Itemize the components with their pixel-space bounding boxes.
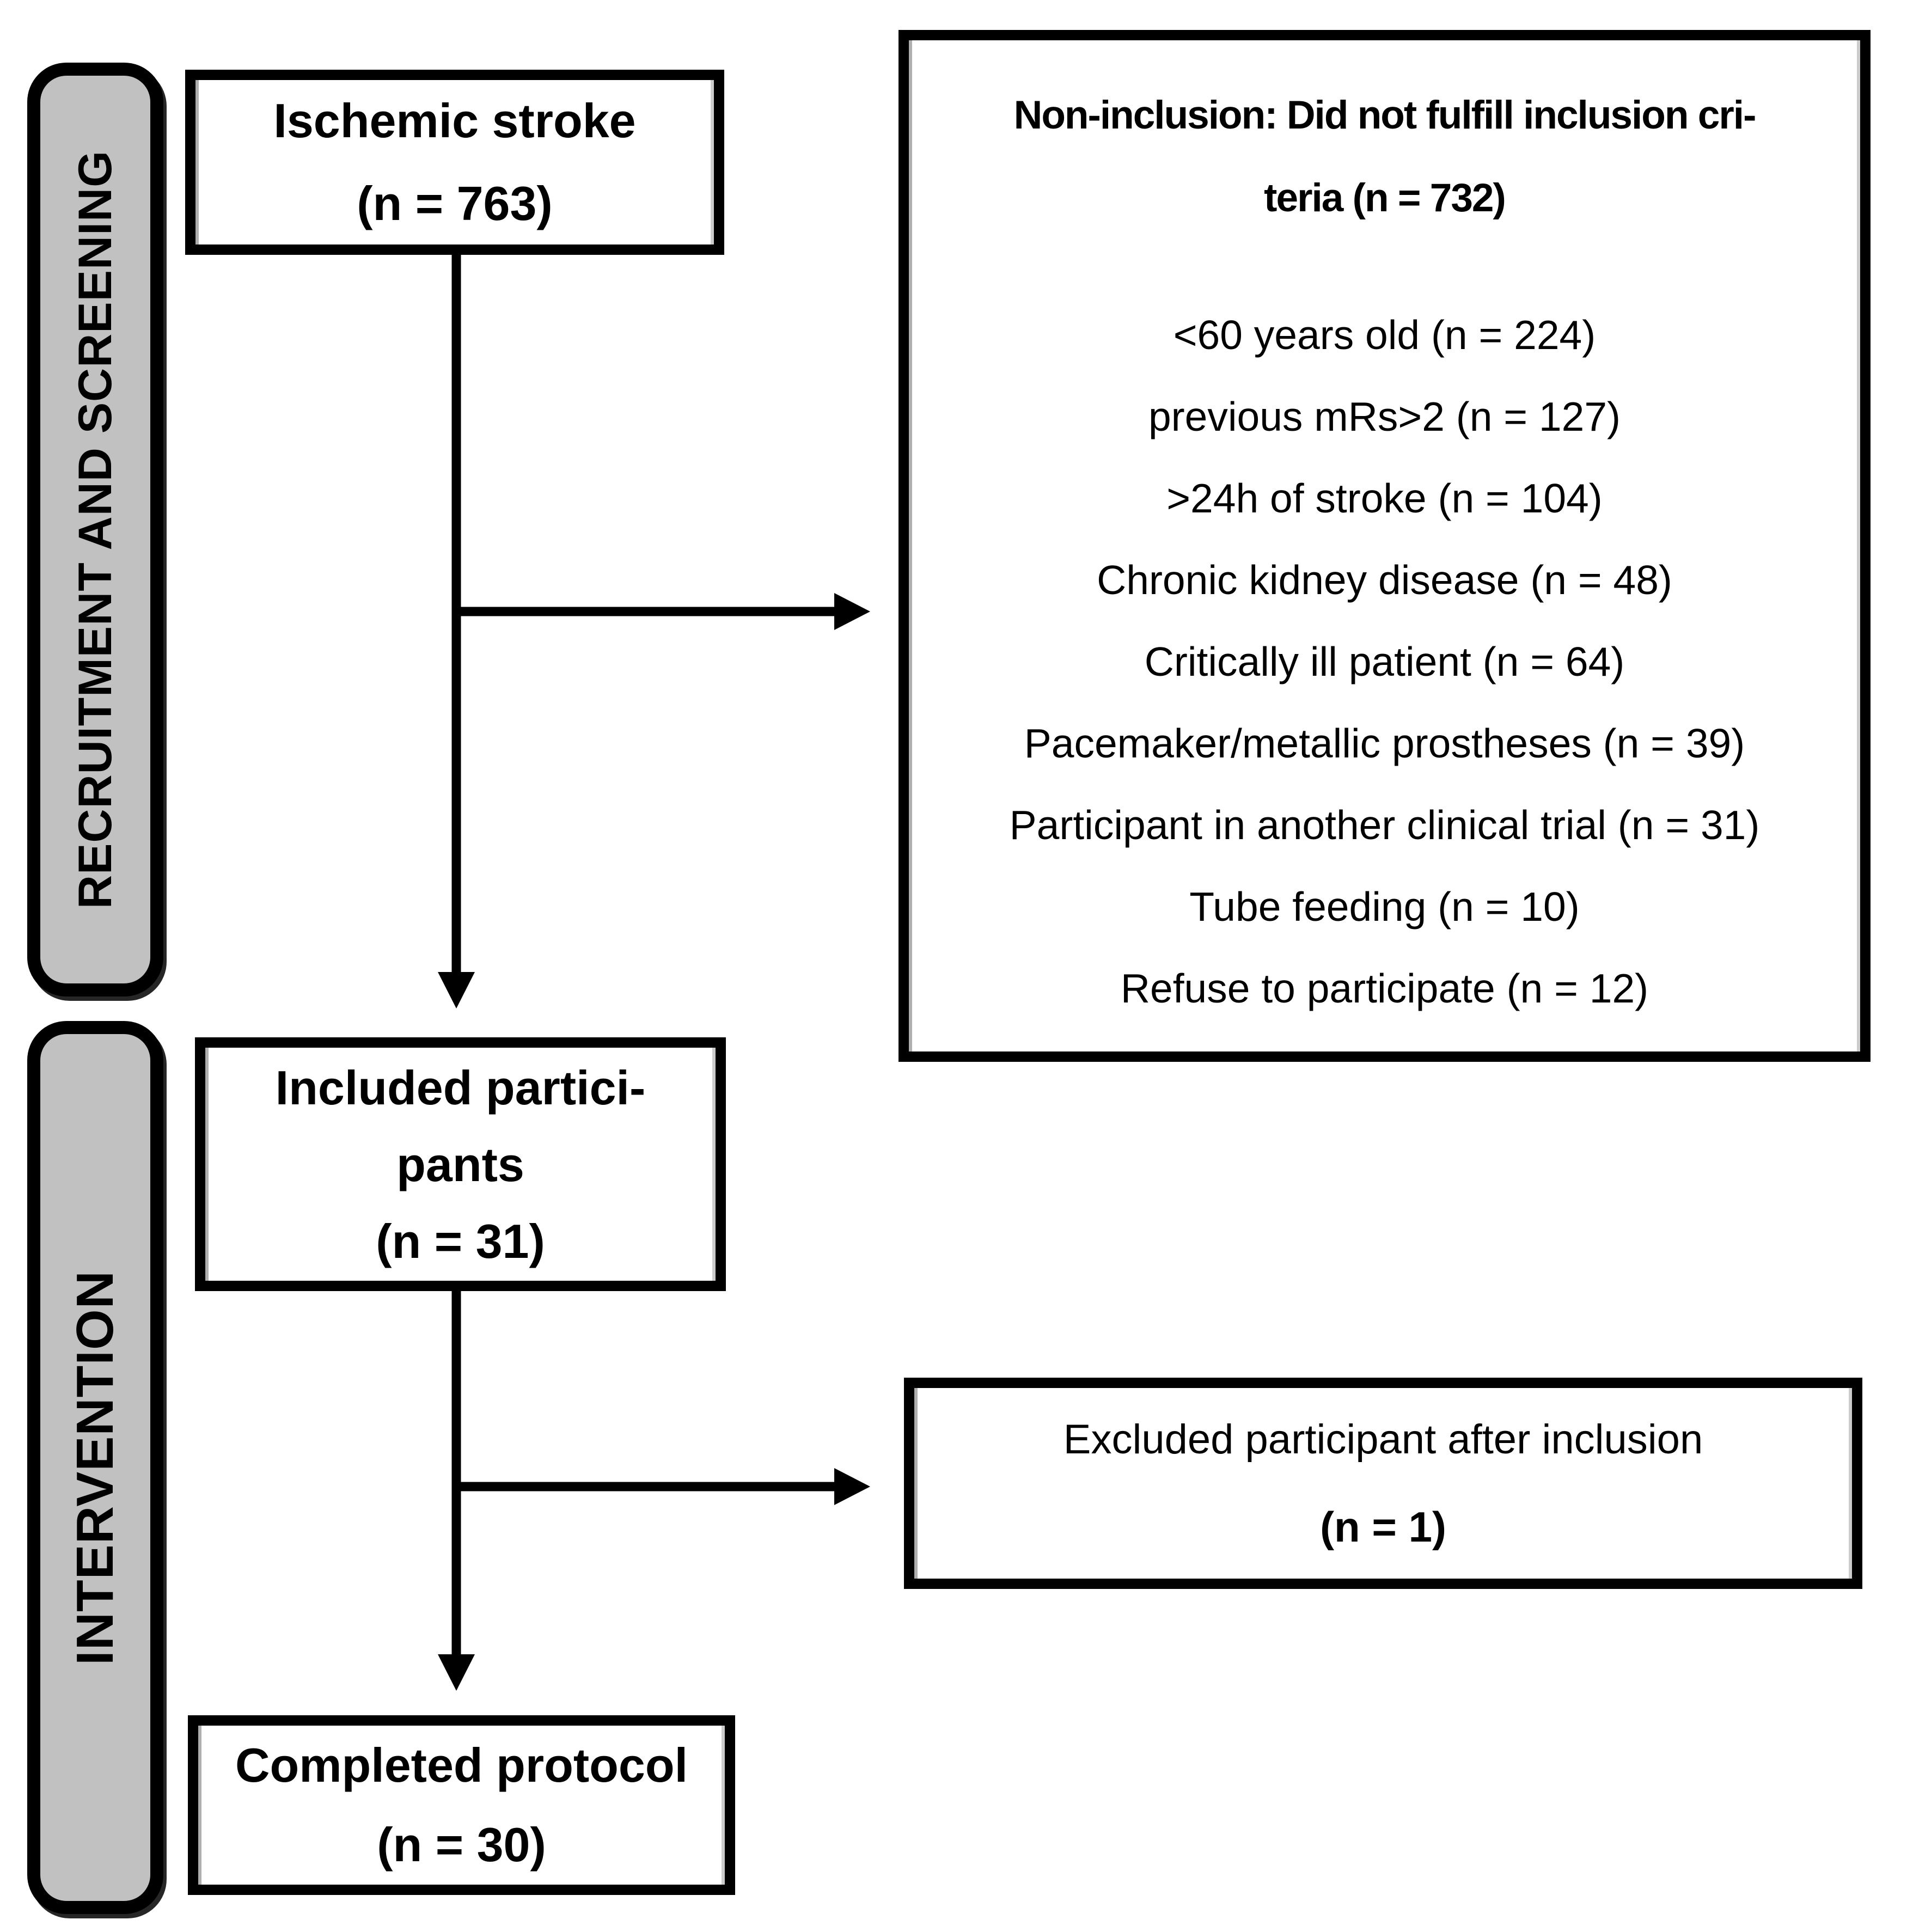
included-participants-count: (n = 31) — [376, 1214, 545, 1268]
arrow-included-to-completed-head — [438, 1654, 475, 1691]
box-non-inclusion: Non-inclusion: Did not fulfill inclusion… — [899, 30, 1871, 1062]
box-ischemic-stroke: Ischemic stroke (n = 763) — [185, 70, 724, 255]
phase-bar-recruitment-and-screening: RECRUITMENT AND SCREENING — [27, 63, 163, 996]
phase-bar-intervention: INTERVENTION — [27, 1021, 163, 1914]
arrow-ischemic-to-included-head — [438, 972, 475, 1008]
ischemic-stroke-title: Ischemic stroke — [273, 94, 636, 148]
arrow-to-non-inclusion-head — [834, 593, 870, 630]
box-included-participants: Included partici- pants (n = 31) — [195, 1037, 726, 1291]
non-inclusion-reason: >24h of stroke (n = 104) — [1166, 475, 1603, 521]
phase-label-recruitment-and-screening: RECRUITMENT AND SCREENING — [69, 150, 121, 909]
box-excluded-after-inclusion: Excluded participant after inclusion (n … — [904, 1378, 1862, 1589]
non-inclusion-reason: Refuse to participate (n = 12) — [1120, 965, 1649, 1011]
included-participants-title-line1: Included partici- — [275, 1060, 646, 1115]
non-inclusion-header-line2: teria (n = 732) — [1264, 176, 1506, 220]
non-inclusion-reason-list: <60 years old (n = 224) previous mRs>2 (… — [1010, 294, 1760, 1029]
non-inclusion-reason: Pacemaker/metallic prostheses (n = 39) — [1024, 720, 1745, 766]
included-participants-title-line2: pants — [396, 1137, 524, 1191]
completed-protocol-title: Completed protocol — [235, 1738, 688, 1792]
non-inclusion-header-line1: Non-inclusion: Did not fulfill inclusion… — [1013, 93, 1757, 137]
excluded-after-inclusion-title: Excluded participant after inclusion — [1063, 1416, 1703, 1463]
non-inclusion-reason: Participant in another clinical trial (n… — [1009, 802, 1760, 848]
completed-protocol-count: (n = 30) — [377, 1818, 546, 1872]
ischemic-stroke-count: (n = 763) — [357, 176, 553, 230]
excluded-after-inclusion-count: (n = 1) — [1320, 1503, 1446, 1551]
box-completed-protocol: Completed protocol (n = 30) — [188, 1715, 735, 1895]
non-inclusion-reason: <60 years old (n = 224) — [1173, 312, 1596, 358]
non-inclusion-header: Non-inclusion: Did not fulfill inclusion… — [1013, 74, 1757, 240]
non-inclusion-reason: Critically ill patient (n = 64) — [1144, 639, 1625, 684]
phase-label-intervention: INTERVENTION — [66, 1270, 124, 1665]
arrow-to-excluded-head — [834, 1468, 870, 1505]
non-inclusion-reason: Tube feeding (n = 10) — [1189, 884, 1580, 930]
non-inclusion-reason: previous mRs>2 (n = 127) — [1148, 394, 1621, 439]
non-inclusion-reason: Chronic kidney disease (n = 48) — [1097, 557, 1672, 603]
